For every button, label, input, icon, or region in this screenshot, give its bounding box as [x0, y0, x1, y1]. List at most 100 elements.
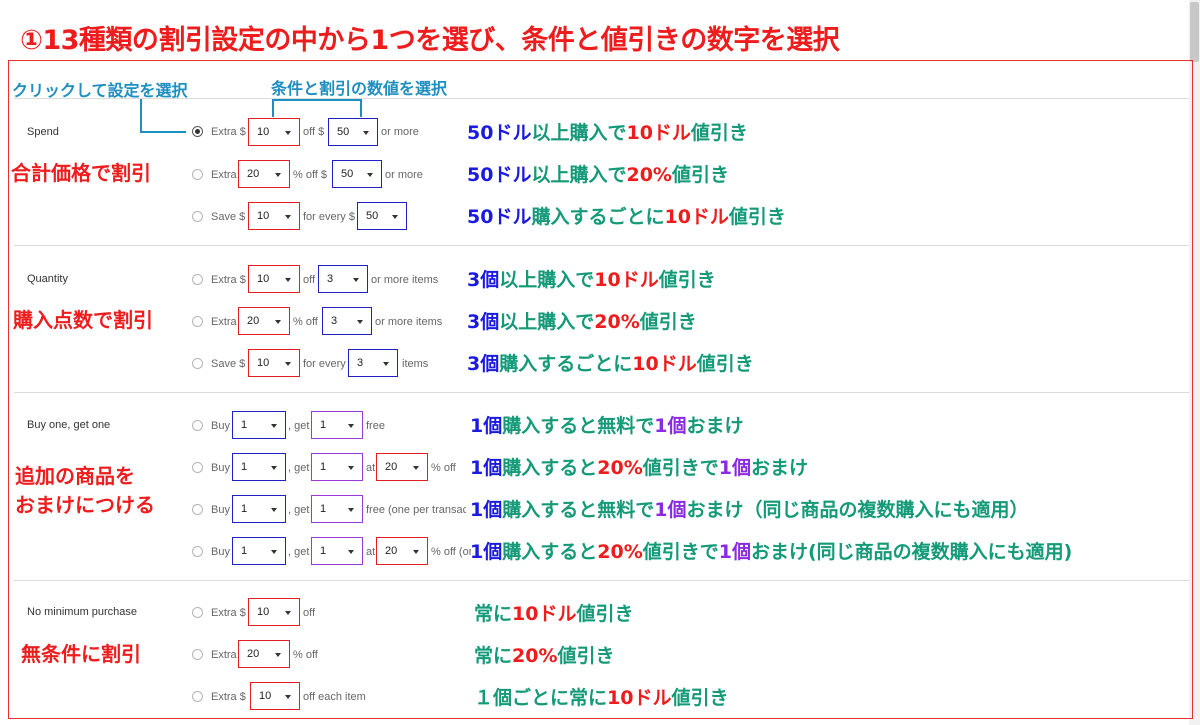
option-text: at [366, 462, 376, 474]
option-11-select-1[interactable]: 20 [238, 640, 290, 668]
option-text: Extra $ [211, 691, 246, 703]
option-0-select-2[interactable]: 50 [328, 118, 378, 146]
chevron-down-icon [348, 466, 354, 470]
option-text: or more items [371, 274, 439, 286]
option-text: off $ [303, 126, 325, 138]
option-10-select-1[interactable]: 10 [248, 598, 300, 626]
headline: ①13種類の割引設定の中から1つを選び、条件と値引きの数字を選択 [20, 25, 840, 56]
option-text: % off [293, 316, 318, 328]
side-label-total-price: 合計価格で割引 [11, 161, 151, 185]
option-text: off [303, 607, 316, 619]
option-5-description: 3個購入するごとに10ドル値引き [467, 353, 754, 375]
option-text: Extra $ [211, 607, 246, 619]
option-text: or more [385, 169, 423, 181]
option-7-select-3[interactable]: 20 [376, 453, 428, 481]
chevron-down-icon [413, 466, 419, 470]
side-label-quantity: 購入点数で割引 [13, 308, 153, 332]
option-text: for every $ [303, 211, 355, 223]
option-2-select-2[interactable]: 50 [357, 202, 407, 230]
chevron-down-icon [285, 131, 291, 135]
option-radio-3[interactable] [192, 274, 203, 285]
option-4-select-1[interactable]: 20 [238, 307, 290, 335]
chevron-down-icon [271, 424, 277, 428]
section-divider [14, 245, 1189, 246]
option-6-select-2[interactable]: 1 [311, 411, 363, 439]
chevron-down-icon [275, 173, 281, 177]
chevron-down-icon [285, 278, 291, 282]
option-8-select-2[interactable]: 1 [311, 495, 363, 523]
option-text: Extra $ [211, 126, 246, 138]
option-text: % off [293, 649, 318, 661]
option-radio-0[interactable] [192, 126, 203, 137]
chevron-down-icon [383, 362, 389, 366]
option-3-select-1[interactable]: 10 [248, 265, 300, 293]
option-text: for every [303, 358, 346, 370]
option-0-description: 50ドル以上購入で10ドル値引き [467, 122, 748, 144]
vertical-scrollbar[interactable] [1189, 0, 1200, 725]
connector-line [140, 131, 186, 133]
section-label-bogo: Buy one, get one [27, 419, 111, 431]
option-radio-4[interactable] [192, 316, 203, 327]
annotation-click-to-select: クリックして設定を選択 [12, 81, 188, 100]
option-radio-5[interactable] [192, 358, 203, 369]
option-2-select-1[interactable]: 10 [248, 202, 300, 230]
option-3-select-2[interactable]: 3 [318, 265, 368, 293]
option-11-description: 常に20%値引き [474, 645, 615, 667]
option-9-description: 1個購入すると20%値引きで1個おまけ(同じ商品の複数購入にも適用) [470, 541, 1073, 563]
chevron-down-icon [275, 320, 281, 324]
option-9-select-1[interactable]: 1 [232, 537, 286, 565]
section-label-no-minimum: No minimum purchase [27, 606, 138, 618]
option-radio-9[interactable] [192, 546, 203, 557]
option-12-select-1[interactable]: 10 [250, 682, 300, 710]
chevron-down-icon [367, 173, 373, 177]
option-radio-8[interactable] [192, 504, 203, 515]
option-4-select-2[interactable]: 3 [322, 307, 372, 335]
option-8-select-1[interactable]: 1 [232, 495, 286, 523]
option-3-description: 3個以上購入で10ドル値引き [467, 269, 716, 291]
chevron-down-icon [348, 424, 354, 428]
option-6-select-1[interactable]: 1 [232, 411, 286, 439]
option-0-select-1[interactable]: 10 [248, 118, 300, 146]
option-5-select-2[interactable]: 3 [348, 349, 398, 377]
section-label-quantity: Quantity [27, 273, 68, 285]
scrollbar-thumb[interactable] [1190, 2, 1199, 62]
option-12-description: １個ごとに常に10ドル値引き [474, 687, 729, 709]
option-5-select-1[interactable]: 10 [248, 349, 300, 377]
section-divider [14, 98, 1189, 99]
option-text: , get [288, 462, 310, 474]
option-radio-11[interactable] [192, 649, 203, 660]
chevron-down-icon [392, 215, 398, 219]
option-9-select-2[interactable]: 1 [311, 537, 363, 565]
option-text: Buy [211, 504, 230, 516]
side-label-extra-item-1: 追加の商品を [15, 464, 135, 488]
option-7-select-2[interactable]: 1 [311, 453, 363, 481]
connector-line [360, 99, 362, 117]
option-radio-7[interactable] [192, 462, 203, 473]
option-text: , get [288, 504, 310, 516]
option-text: % off $ [293, 169, 328, 181]
chevron-down-icon [357, 320, 363, 324]
option-1-select-1[interactable]: 20 [238, 160, 290, 188]
option-radio-6[interactable] [192, 420, 203, 431]
option-text: off each item [303, 691, 366, 703]
option-1-select-2[interactable]: 50 [332, 160, 382, 188]
option-text: or more [381, 126, 419, 138]
option-9-select-3[interactable]: 20 [376, 537, 428, 565]
option-text: Buy [211, 420, 230, 432]
option-text: off [303, 274, 316, 286]
option-radio-10[interactable] [192, 607, 203, 618]
option-text: % off (one per transaction) [431, 546, 471, 558]
option-8-description: 1個購入すると無料で1個おまけ（同じ商品の複数購入にも適用） [470, 499, 1029, 521]
option-radio-1[interactable] [192, 169, 203, 180]
chevron-down-icon [348, 550, 354, 554]
option-text: Save $ [211, 358, 246, 370]
option-radio-2[interactable] [192, 211, 203, 222]
connector-line [272, 99, 274, 117]
option-text: Buy [211, 546, 230, 558]
option-radio-12[interactable] [192, 691, 203, 702]
option-text: Buy [211, 462, 230, 474]
option-text: , get [288, 546, 310, 558]
chevron-down-icon [271, 508, 277, 512]
side-label-unconditional: 無条件に割引 [21, 642, 141, 666]
option-7-select-1[interactable]: 1 [232, 453, 286, 481]
